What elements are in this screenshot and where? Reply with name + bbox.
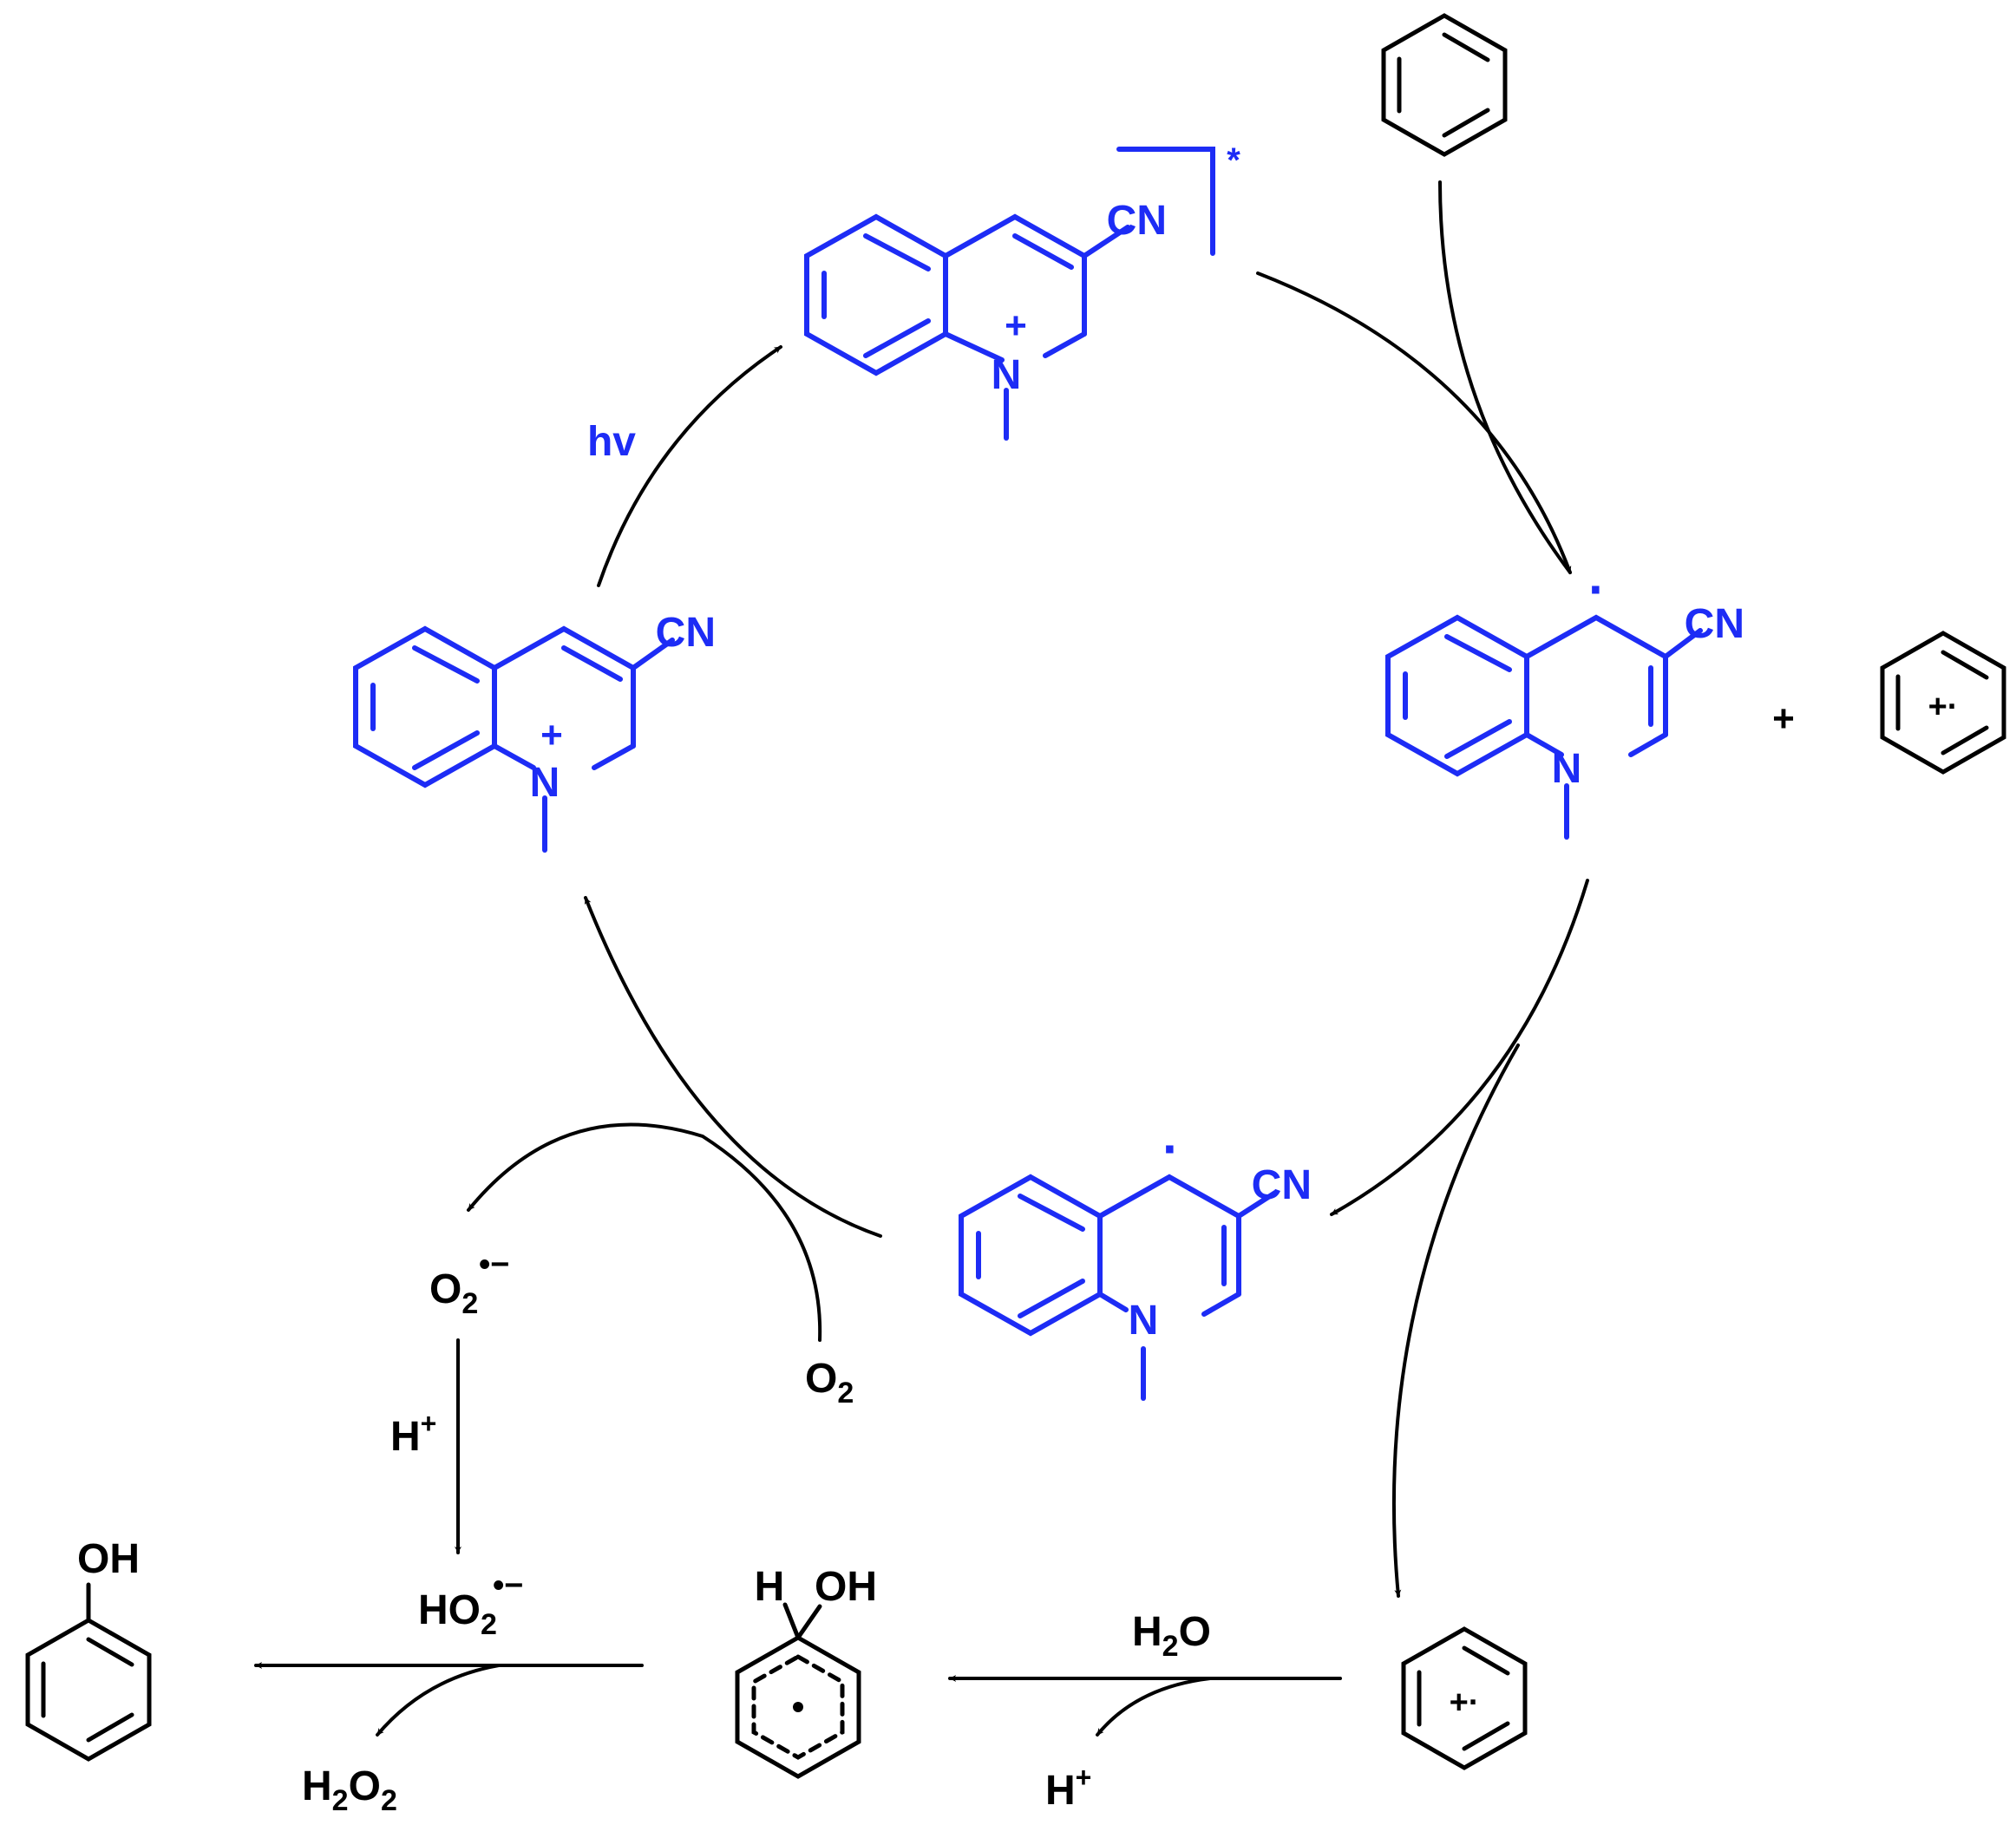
excited-star: * xyxy=(1227,141,1240,180)
excited-catalyst xyxy=(804,147,1215,441)
hv-label: hv xyxy=(587,419,636,465)
cyclohexadienyl-radical-dot xyxy=(793,1702,803,1712)
reduced-catalyst-bottom xyxy=(959,1174,1278,1401)
benzene-radical-cation-bottom xyxy=(1401,1626,1528,1770)
cyclohexadienyl-oh-label: OH xyxy=(815,1564,877,1610)
cyclohexadienyl-h-label: H xyxy=(755,1564,785,1610)
reduced-right-radical-dot: · xyxy=(1588,560,1606,618)
ground-n-charge: + xyxy=(540,714,563,756)
electron-transfer-arrow xyxy=(1256,271,1572,574)
reduced-right-cn-label: CN xyxy=(1685,601,1744,647)
reduced-right-n-label: N xyxy=(1552,746,1582,792)
proton-label-left: H+ xyxy=(390,1408,436,1460)
catalyst-to-bottom-arrow xyxy=(1330,879,1589,1216)
hydroperoxide-charge: •− xyxy=(493,1567,524,1604)
benzene-top xyxy=(1381,13,1508,157)
radical-cation-label-bottom: +· xyxy=(1450,1684,1480,1721)
ground-cn-label: CN xyxy=(656,610,716,656)
reduced-catalyst-right xyxy=(1385,614,1703,840)
proton-release-arrow xyxy=(1096,1677,1212,1737)
hv-excitation-arrow xyxy=(597,345,782,587)
ground-n-label: N xyxy=(530,760,560,806)
phenol xyxy=(25,1582,152,1762)
reaction-plus: + xyxy=(1772,697,1795,740)
hydroxycyclohexadienyl-radical xyxy=(735,1602,861,1779)
ground-catalyst xyxy=(353,625,675,853)
excited-n-label: N xyxy=(992,352,1022,398)
reduced-bottom-cn-label: CN xyxy=(1252,1162,1312,1208)
reduced-bottom-n-label: N xyxy=(1129,1298,1159,1344)
radical-cation-label-right: +· xyxy=(1928,689,1959,725)
reoxidation-arrow xyxy=(584,896,882,1238)
hydrogen-peroxide-label: H2O2 xyxy=(302,1763,397,1817)
benzene-input-arrow xyxy=(1438,180,1572,574)
water-label: H2O xyxy=(1132,1609,1211,1663)
excited-cn-label: CN xyxy=(1107,198,1167,244)
oxygen-reduction-arrow xyxy=(467,1122,822,1342)
benzene-radical-cation-right xyxy=(1880,631,2006,775)
reduced-bottom-radical-dot: · xyxy=(1162,1120,1180,1178)
oxygen-label: O2 xyxy=(805,1356,854,1410)
excited-n-charge: + xyxy=(1005,304,1027,347)
hydroperoxide-label: HO2 xyxy=(418,1587,497,1641)
radical-cation-release-arrow xyxy=(1391,1043,1520,1598)
phenol-oh-label: OH xyxy=(77,1536,140,1582)
h2o2-release-arrow xyxy=(376,1664,501,1737)
superoxide-charge: •− xyxy=(479,1246,510,1283)
proton-label-bottom: H+ xyxy=(1045,1762,1091,1814)
superoxide-label: O2 xyxy=(429,1266,478,1320)
